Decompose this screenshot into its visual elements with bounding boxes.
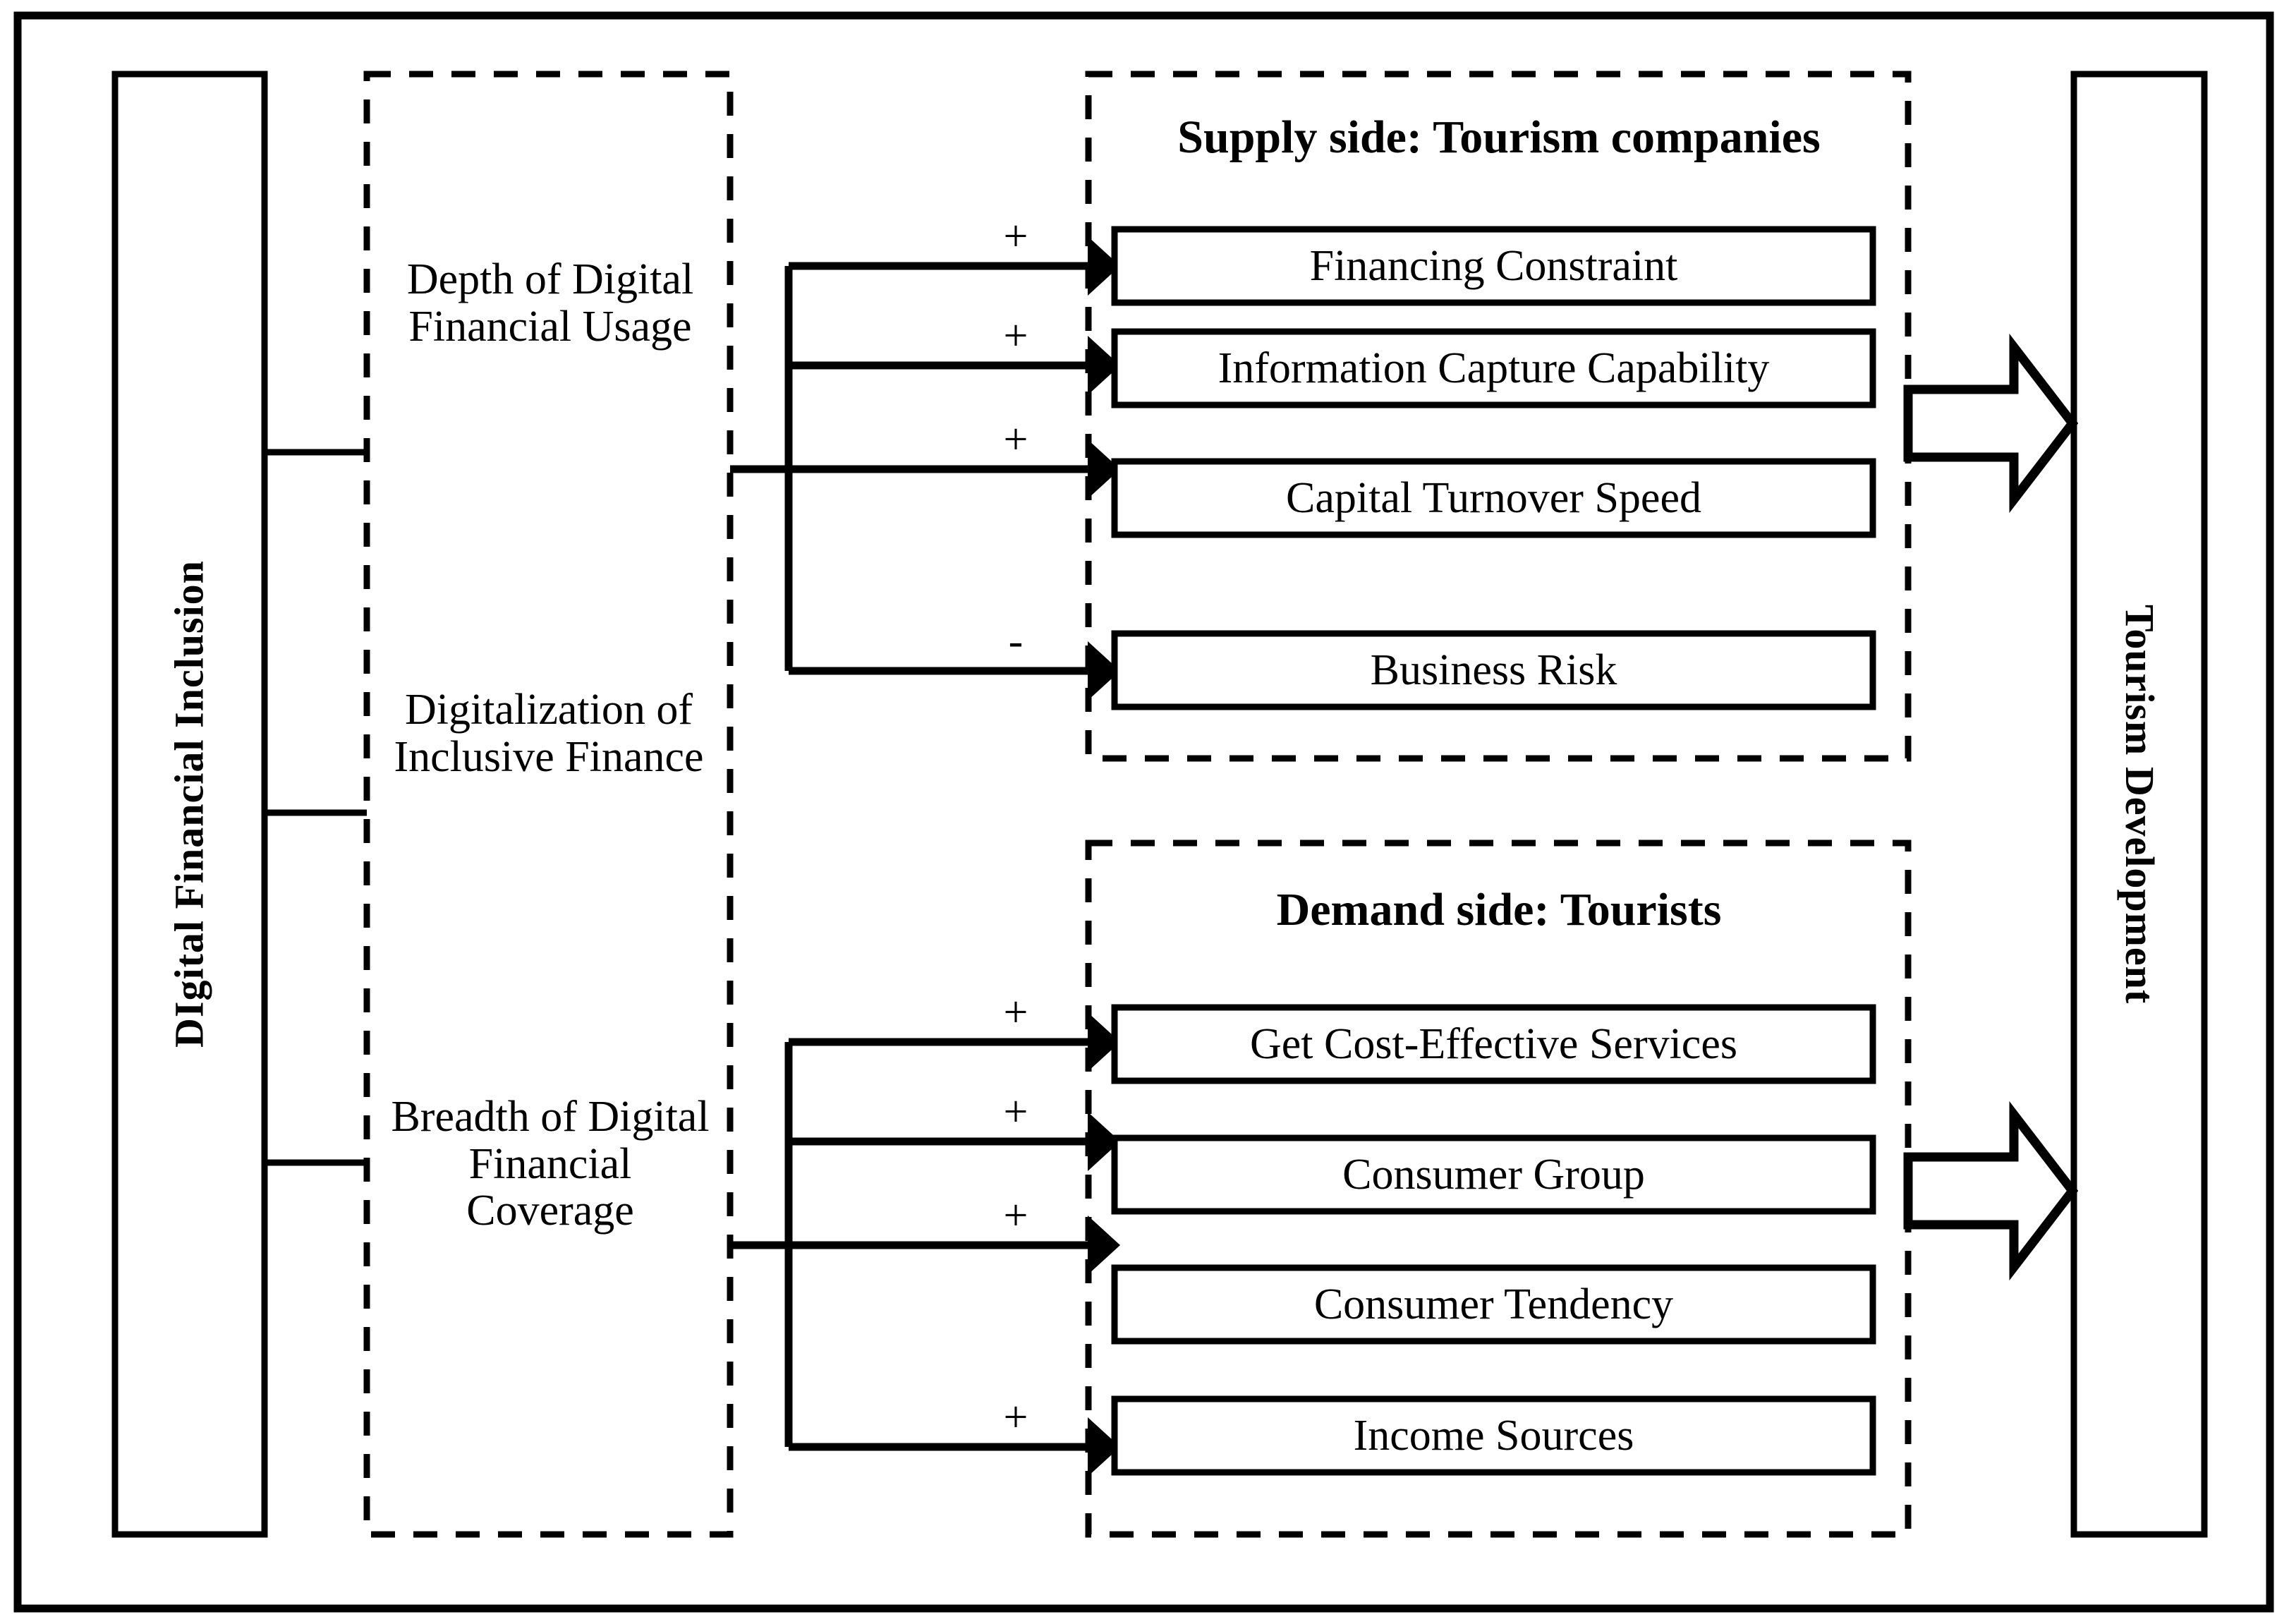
mediator-label-digitalization: Digitalization of Inclusive Finance (394, 686, 704, 781)
supply-sign-1: + (1003, 212, 1028, 260)
demand-item-box-1 (1111, 1004, 1876, 1084)
mediator-box-border (363, 71, 734, 1538)
demand-item-box-2 (1111, 1134, 1876, 1215)
demand-sign-2: + (1003, 1087, 1028, 1136)
demand-item-box-4 (1111, 1395, 1876, 1476)
supply-to-outcome-block-arrow (1903, 333, 2079, 514)
supply-item-boxes (1111, 226, 1876, 710)
left-connector-lines (265, 449, 367, 1166)
demand-group-title: Demand side: Tourists (1276, 884, 1722, 936)
supply-item-box-3 (1111, 458, 1876, 538)
left-box-border (111, 71, 268, 1538)
supply-arrowheads (1088, 236, 1120, 701)
right-box-border (2070, 71, 2208, 1538)
supply-sign-4: - (1008, 617, 1024, 665)
demand-sign-3: + (1003, 1191, 1028, 1240)
mediator-label-depth: Depth of Digital Financial Usage (406, 255, 694, 351)
demand-item-label-3: Consumer Tendency (1313, 1280, 1674, 1328)
supply-sign-3: + (1003, 415, 1028, 463)
supply-item-box-2 (1111, 328, 1876, 408)
supply-item-label-3: Capital Turnover Speed (1286, 473, 1701, 522)
supply-item-label-4: Business Risk (1370, 646, 1617, 694)
supply-item-label-1: Financing Constraint (1309, 241, 1678, 290)
supply-branch-tree (730, 262, 1095, 675)
demand-sign-4: + (1003, 1393, 1028, 1441)
right-box-title: Tourism Development (2116, 604, 2163, 1005)
supply-sign-2: + (1003, 311, 1028, 360)
demand-item-label-4: Income Sources (1353, 1411, 1634, 1460)
demand-sign-1: + (1003, 988, 1028, 1036)
left-box-title: DIgital Financial Inclusion (166, 560, 212, 1048)
supply-item-box-4 (1111, 630, 1876, 710)
demand-item-label-1: Get Cost-Effective Services (1250, 1019, 1737, 1068)
demand-arrowheads (1088, 1012, 1120, 1477)
supply-group-title: Supply side: Tourism companies (1177, 111, 1821, 164)
mediator-label-breadth: Breadth of Digital Financial Coverage (391, 1092, 710, 1235)
demand-item-label-2: Consumer Group (1342, 1150, 1645, 1199)
demand-item-box-3 (1111, 1264, 1876, 1345)
demand-item-boxes (1111, 1004, 1876, 1476)
supply-item-box-1 (1111, 226, 1876, 306)
demand-to-outcome-block-arrow (1903, 1101, 2079, 1281)
demand-branch-tree (730, 1038, 1095, 1451)
supply-item-label-2: Information Capture Capability (1218, 344, 1770, 392)
